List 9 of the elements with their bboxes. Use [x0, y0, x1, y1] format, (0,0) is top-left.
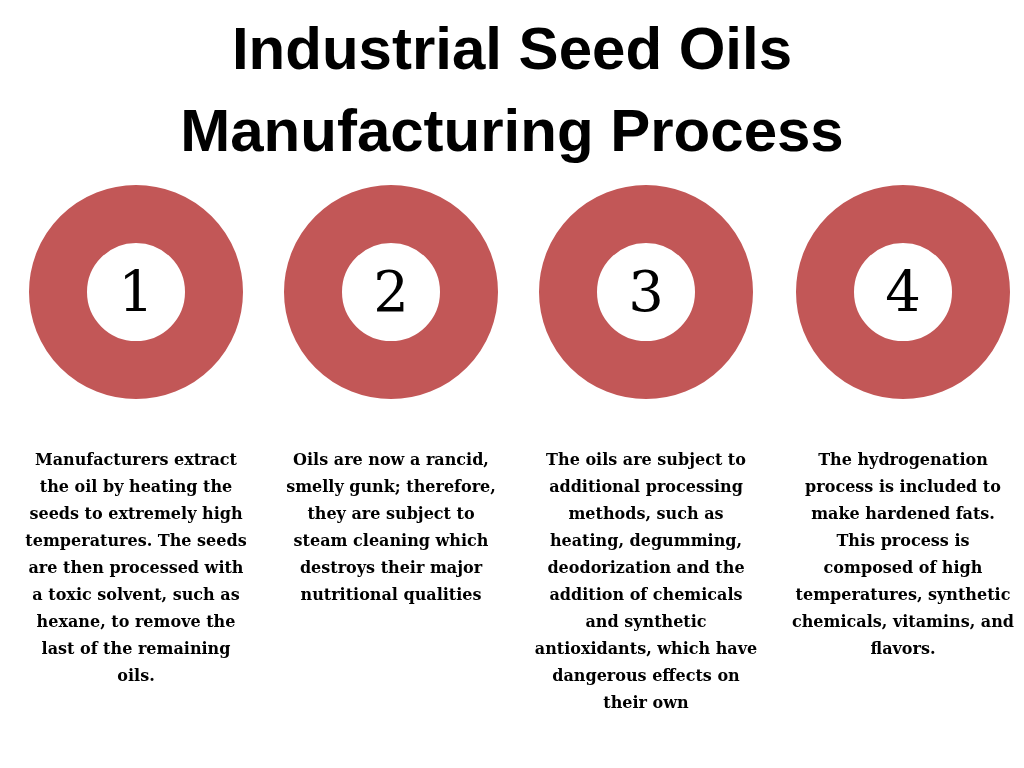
- step-description: Oils are now a rancid, smelly gunk; therefore, they are subject to steam cleaning which destroys their major nutritional qualities: [285, 449, 497, 606]
- step-number: 2: [373, 264, 409, 320]
- step-description: The hydrogenation process is included to make hardened fats. This process is composed of high temperatures, synthetic chemicals, vitamins, and flavors.: [791, 449, 1015, 660]
- step-number: 4: [885, 264, 921, 320]
- title: Industrial Seed Oils Manufacturing Process: [179, 14, 845, 166]
- step-number: 3: [628, 264, 664, 320]
- step-description: The oils are subject to additional processing methods, such as heating, degumming, deodorization and the addition of chemicals and synthetic antioxidants, which have dangerous effects on their own: [533, 449, 759, 714]
- step-description: Manufacturers extract the oil by heating the seeds to extremely high temperatures. The seeds are then processed with a toxic solvent, such as hexane, to remove the last of the remaining oils.: [24, 449, 248, 687]
- step-number: 1: [118, 264, 154, 320]
